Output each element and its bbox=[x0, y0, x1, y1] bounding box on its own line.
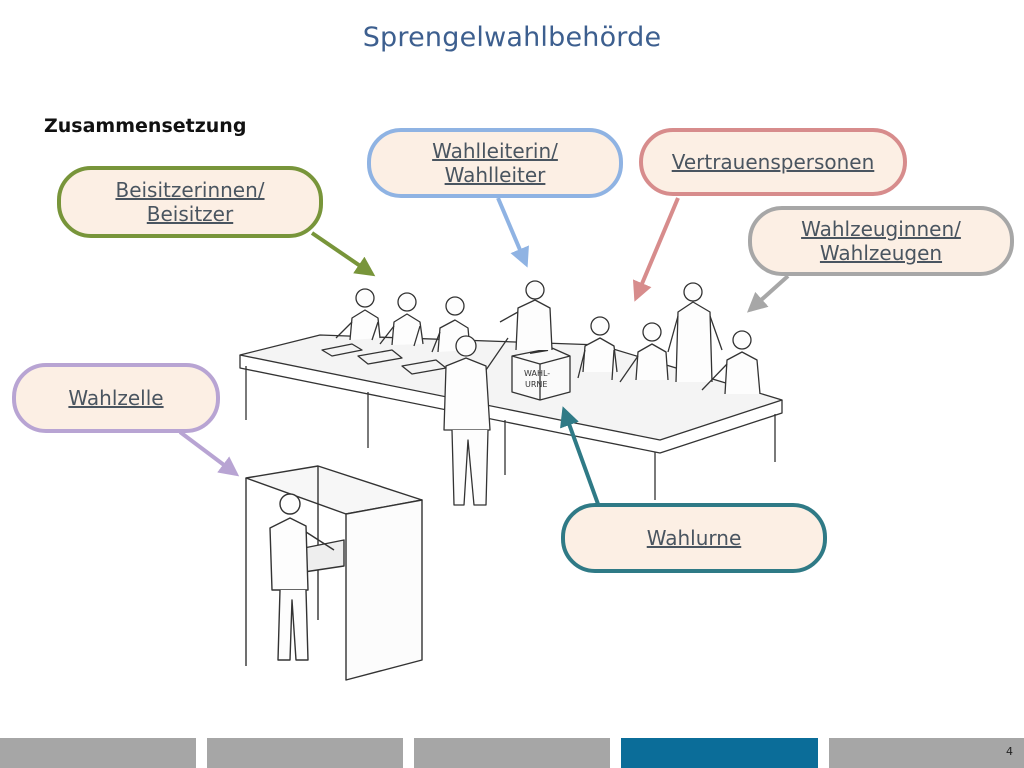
callout-vertrauenspersonen: Vertrauenspersonen bbox=[639, 128, 907, 196]
callout-wahlleiter: Wahlleiterin/ Wahlleiter bbox=[367, 128, 623, 198]
svg-text:URNE: URNE bbox=[525, 380, 547, 389]
polling-station-illustration: WAHL- URNE bbox=[178, 197, 790, 681]
link-wahlleiter[interactable]: Wahlleiterin/ Wahlleiter bbox=[432, 139, 558, 187]
link-wahlzelle[interactable]: Wahlzelle bbox=[68, 386, 164, 410]
slide-title: Sprengelwahlbehörde bbox=[362, 22, 662, 53]
bottom-navigation bbox=[0, 738, 1024, 768]
link-wahlurne[interactable]: Wahlurne bbox=[646, 526, 742, 550]
callout-wahlurne: Wahlurne bbox=[561, 503, 827, 573]
callout-beisitzer: Beisitzerinnen/ Beisitzer bbox=[57, 166, 323, 238]
link-wahlzeugen[interactable]: Wahlzeuginnen/ Wahlzeugen bbox=[801, 217, 961, 265]
nav-segment-1[interactable] bbox=[0, 738, 196, 768]
callout-wahlzeugen: Wahlzeuginnen/ Wahlzeugen bbox=[748, 206, 1014, 276]
urn-label: WAHL- bbox=[524, 369, 550, 378]
nav-segment-4-active[interactable] bbox=[621, 738, 818, 768]
link-beisitzer[interactable]: Beisitzerinnen/ Beisitzer bbox=[115, 178, 265, 226]
nav-segment-3[interactable] bbox=[414, 738, 610, 768]
callout-wahlzelle: Wahlzelle bbox=[12, 363, 220, 433]
nav-segment-2[interactable] bbox=[207, 738, 403, 768]
link-vertrauenspersonen[interactable]: Vertrauenspersonen bbox=[671, 150, 875, 174]
page-number: 4 bbox=[1006, 745, 1013, 758]
slide-subtitle: Zusammensetzung bbox=[44, 115, 247, 137]
nav-segment-5[interactable] bbox=[829, 738, 1024, 768]
